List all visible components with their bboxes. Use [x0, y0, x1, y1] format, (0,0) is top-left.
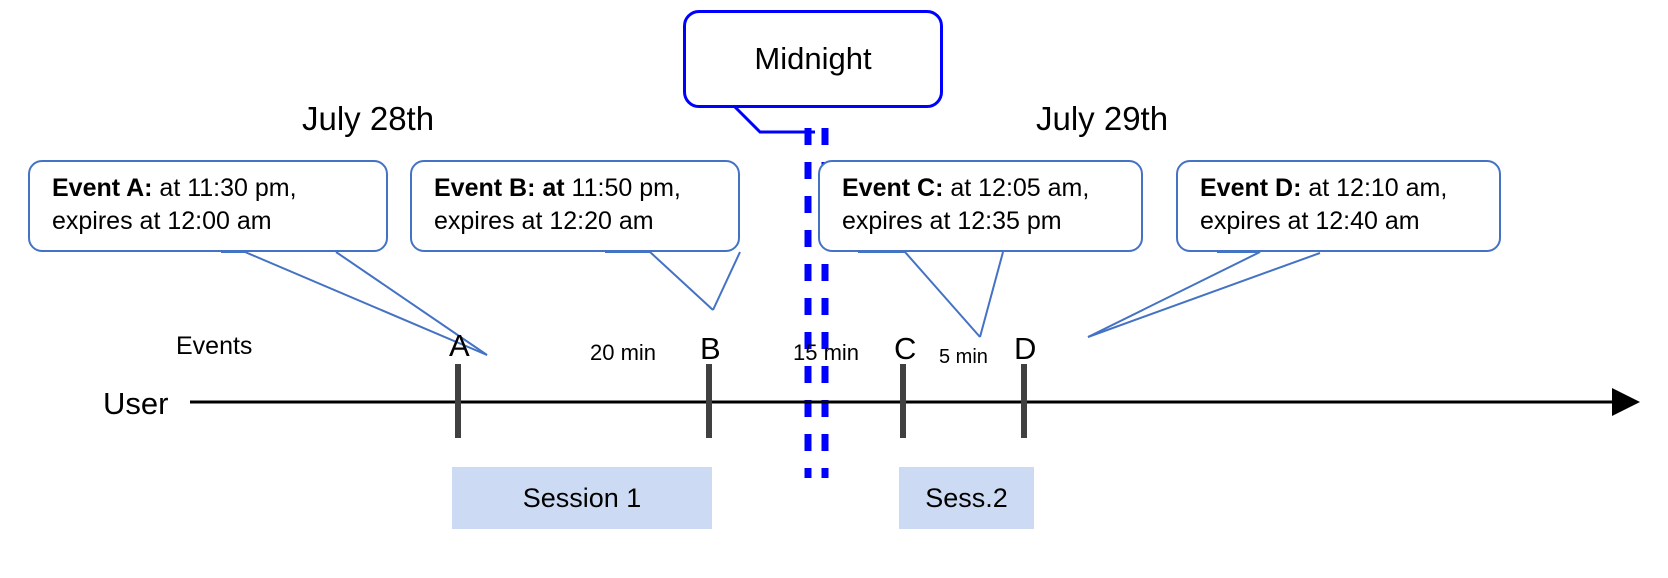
callout-tail-event-d-2	[1087, 252, 1321, 338]
callout-tail-event-d	[1087, 251, 1261, 338]
callout-event-b: Event B: at 11:50 pm, expires at 12:20 a…	[410, 160, 740, 252]
callout-event-c-bold: Event C:	[842, 174, 944, 202]
callout-event-d: Event D: at 12:10 am, expires at 12:40 a…	[1176, 160, 1501, 252]
session-1-label: Session 1	[522, 482, 642, 513]
date-label-july-28: July 28th	[302, 100, 435, 137]
callout-event-b-line2: expires at 12:20 am	[434, 206, 654, 235]
callout-tail-event-b-2	[712, 251, 741, 311]
events-row-label: Events	[176, 332, 253, 360]
session-2-label: Sess.2	[925, 482, 1008, 513]
callout-event-b-rest: 11:50 pm,	[564, 174, 681, 202]
timeline-arrow-head	[1612, 388, 1640, 416]
gap-label-a-b: 20 min	[590, 340, 657, 365]
callout-event-c-rest: at 12:05 am,	[943, 174, 1090, 202]
callout-tail-event-c	[858, 251, 981, 338]
callout-tail-event-b	[605, 251, 714, 311]
callout-tail-event-c-2	[979, 251, 1004, 338]
callout-event-d-line2: expires at 12:40 am	[1200, 206, 1420, 235]
callout-event-c-line2: expires at 12:35 pm	[842, 206, 1062, 235]
event-letter-b: B	[700, 331, 721, 366]
user-row-label: User	[103, 386, 169, 421]
gap-label-b-c: 15 min	[793, 340, 860, 365]
callout-event-d-bold: Event D:	[1200, 174, 1302, 202]
callout-event-a-rest: at 11:30 pm,	[152, 174, 297, 202]
session-block-1: Session 1	[452, 467, 712, 529]
session-block-2: Sess.2	[899, 467, 1034, 529]
midnight-callout: Midnight	[683, 10, 943, 108]
midnight-label: Midnight	[754, 41, 872, 76]
event-letter-c: C	[894, 331, 917, 366]
event-letter-a: A	[449, 328, 470, 363]
event-tick-a	[455, 364, 461, 438]
gap-label-c-d: 5 min	[939, 346, 988, 368]
event-tick-c	[900, 364, 906, 438]
midnight-bubble-tail	[733, 105, 815, 134]
event-letter-d: D	[1014, 331, 1037, 366]
event-tick-d	[1021, 364, 1027, 438]
date-label-july-29: July 29th	[1036, 100, 1169, 137]
callout-event-a: Event A: at 11:30 pm, expires at 12:00 a…	[28, 160, 388, 252]
callout-event-a-line2: expires at 12:00 am	[52, 206, 272, 235]
callout-tail-event-a-2	[335, 251, 488, 356]
callout-event-d-rest: at 12:10 am,	[1301, 174, 1448, 202]
callout-tail-event-a	[221, 251, 488, 356]
callout-event-b-bold: Event B: at	[434, 174, 565, 202]
callout-event-c: Event C: at 12:05 am, expires at 12:35 p…	[818, 160, 1143, 252]
callout-event-a-bold: Event A:	[52, 174, 153, 202]
event-tick-b	[706, 364, 712, 438]
